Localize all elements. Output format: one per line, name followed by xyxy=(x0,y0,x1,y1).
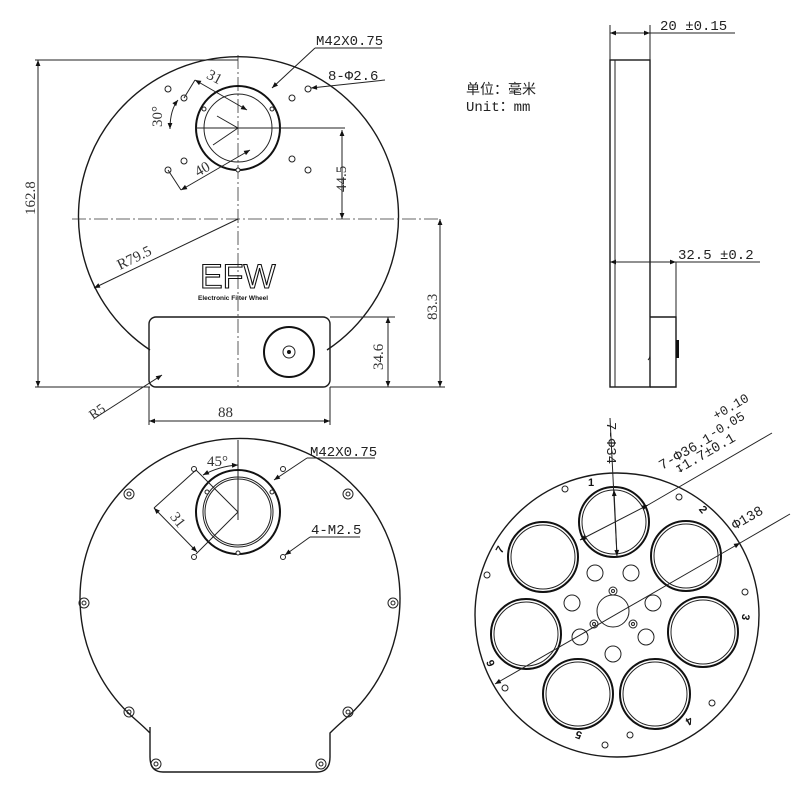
units-chinese: 单位：毫米 xyxy=(466,81,536,99)
filter-slots xyxy=(490,486,739,730)
dim-83-3-label: 83.3 xyxy=(425,294,441,320)
dim-162-8-label: 162.8 xyxy=(23,181,39,215)
side-view: 20 ±0.15 32.5 ±0.2 xyxy=(609,19,760,388)
dim-34-6-label: 34.6 xyxy=(371,343,387,370)
slot-number-2: 2 xyxy=(696,504,709,516)
mount-hole xyxy=(288,94,296,102)
back-dim-31-label: 31 xyxy=(166,509,188,531)
front-bottom-housing xyxy=(148,316,331,388)
units-english: Unit：mm xyxy=(466,100,530,116)
wheel-outline xyxy=(474,472,760,758)
m42-thread-label: M42X0.75 xyxy=(316,34,383,50)
back-body-outline xyxy=(79,437,401,773)
mount-hole xyxy=(288,155,296,163)
slot-number-5: 5 xyxy=(574,728,584,741)
slot-number-3: 3 xyxy=(739,613,752,621)
front-view: 31 30° 40 44.5 M42X0.75 8-Φ2.6 162.8 R79… xyxy=(23,34,445,425)
dim-44-5-label: 44.5 xyxy=(334,166,350,192)
back-angle-45-label: 45° xyxy=(207,454,228,470)
slot-number-7: 7 xyxy=(494,544,507,555)
radius-5-label: R5 xyxy=(87,402,109,424)
perimeter-screws xyxy=(78,488,399,770)
knob-outer xyxy=(263,326,315,378)
holes-8-label: 8-Φ2.6 xyxy=(328,69,378,85)
efw-subtitle: Electronic Filter Wheel xyxy=(198,295,268,302)
back-m42-label: M42X0.75 xyxy=(310,445,377,461)
front-body-outline xyxy=(77,56,400,351)
back-view: 45° 31 M42X0.75 4-M2.5 xyxy=(78,437,401,773)
dim-20-label: 20 ±0.15 xyxy=(660,19,727,35)
knob-inner xyxy=(282,345,296,359)
side-housing xyxy=(650,316,677,388)
mount-hole xyxy=(304,85,312,93)
back-screws-label: 4-M2.5 xyxy=(311,523,361,539)
dim-40-label: 40 xyxy=(192,159,213,180)
mount-hole xyxy=(180,157,188,165)
dim-32-5-label: 32.5 ±0.2 xyxy=(678,248,754,264)
mount-hole xyxy=(304,166,312,174)
aperture-34-label: 7-Φ34 xyxy=(602,422,618,464)
back-m42-inner xyxy=(202,476,274,548)
slot-number-4: 4 xyxy=(682,714,694,728)
efw-logo: EFW xyxy=(200,258,276,296)
side-body xyxy=(609,59,651,388)
slot-number-1: 1 xyxy=(588,477,594,489)
dim-31-label: 31 xyxy=(204,67,225,88)
mount-hole xyxy=(164,85,172,93)
units-note: 单位：毫米 Unit：mm xyxy=(466,81,536,116)
angle-30-label: 30° xyxy=(150,106,166,127)
dim-88-label: 88 xyxy=(218,405,233,421)
diameter-138-label: Φ138 xyxy=(730,504,767,535)
slot-number-6: 6 xyxy=(485,658,498,668)
filter-wheel-view: 1 2 3 4 5 6 7 7-Φ34 7-Φ36.1 -0.05 +0.10 … xyxy=(474,391,791,758)
